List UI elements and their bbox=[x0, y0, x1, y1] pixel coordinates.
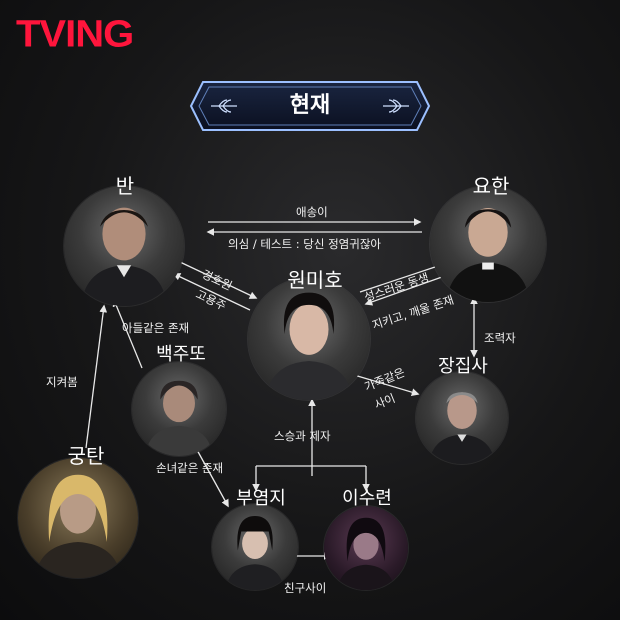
diagram-title: 현재 bbox=[289, 93, 331, 118]
line-ban-miho-1 bbox=[179, 261, 258, 299]
left-leaf-icon bbox=[211, 99, 237, 113]
line-ban-miho-2 bbox=[172, 273, 251, 311]
label-ban-baek: 아들같은 존재 bbox=[122, 321, 190, 335]
line-baek-ban bbox=[112, 298, 143, 369]
label-yohan-jang: 조력자 bbox=[484, 331, 516, 345]
name-yohan: 요한 bbox=[472, 174, 510, 198]
tving-logo: TVING bbox=[16, 13, 134, 55]
label-baek-buyeomji: 손녀같은 존재 bbox=[156, 461, 224, 475]
portrait-wonmiho bbox=[248, 278, 370, 400]
label-ban-yohan-top: 애송이 bbox=[296, 205, 328, 219]
portrait-yohan bbox=[430, 186, 546, 302]
name-isuryeon: 이수련 bbox=[342, 488, 392, 509]
portrait-gungtan bbox=[18, 458, 138, 578]
portrait-buyeomji bbox=[212, 504, 298, 590]
name-gungtan: 궁탄 bbox=[67, 444, 105, 468]
title-badge bbox=[189, 81, 431, 131]
portrait-jangjipsa bbox=[416, 372, 508, 464]
portrait-baekjuddo bbox=[132, 362, 226, 456]
line-gungtan-ban bbox=[85, 304, 108, 449]
name-buyeomji: 부염지 bbox=[236, 488, 286, 509]
label-gungtan-ban: 지켜봄 bbox=[46, 375, 78, 389]
name-jangjipsa: 장집사 bbox=[438, 356, 488, 377]
label-miho-students: 스승과 제자 bbox=[274, 429, 331, 443]
portrait-isuryeon bbox=[324, 506, 408, 590]
label-ban-yohan-bottom: 의심 / 테스트 : 당신 정염귀잖아 bbox=[228, 237, 381, 251]
label-friends: 친구사이 bbox=[284, 581, 327, 595]
name-wonmiho: 원미호 bbox=[287, 268, 343, 292]
name-ban: 반 bbox=[115, 174, 135, 198]
portrait-ban bbox=[64, 186, 184, 306]
name-baekjuddo: 백주또 bbox=[156, 344, 206, 365]
right-leaf-icon bbox=[383, 99, 409, 113]
